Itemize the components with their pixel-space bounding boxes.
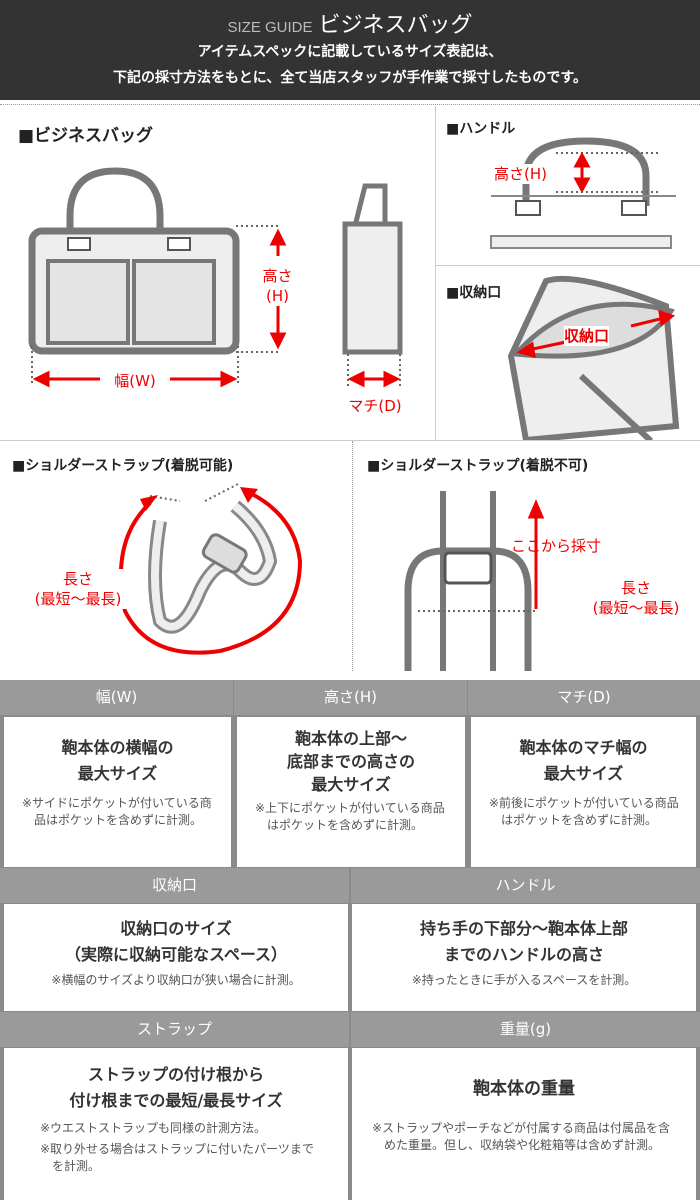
divider bbox=[435, 106, 436, 440]
main-line: （実際に収納可能なスペース） bbox=[64, 945, 288, 964]
depth-label: マチ(D) bbox=[348, 397, 402, 415]
depth-main: 鞄本体のマチ幅の最大サイズ bbox=[471, 735, 696, 787]
opening-title: ■収納口 bbox=[446, 285, 502, 301]
opening-label: 収納口 bbox=[564, 326, 610, 346]
strap-detachable-title: ■ショルダーストラップ(着脱可能) bbox=[12, 458, 234, 474]
header-weight: 重量(g) bbox=[351, 1012, 700, 1047]
strap-fixed-illustration bbox=[404, 491, 545, 671]
handle-note: ※持ったときに手が入るスペースを計測。 bbox=[411, 973, 637, 987]
main-line: 収納口のサイズ bbox=[120, 919, 232, 938]
opening-diagram: ■収納口 収納口 bbox=[436, 266, 700, 440]
main-line: 持ち手の下部分〜鞄本体上部 bbox=[419, 919, 628, 938]
header-height: 高さ(H) bbox=[234, 680, 467, 715]
main-line: ストラップの付け根から bbox=[87, 1065, 264, 1084]
size-guide-label: SIZE GUIDE bbox=[227, 19, 313, 36]
main-line: 鞄本体の上部〜 bbox=[294, 729, 407, 748]
strap-fixed-length-label: 長さ (最短〜最長) bbox=[571, 578, 700, 618]
height-label: 高さ (H) bbox=[255, 266, 300, 306]
depth-note: ※前後にポケットが付いている商品はポケットを含めずに計測。 bbox=[489, 796, 679, 827]
handle-diagram: ■ハンドル 高さ(H) bbox=[436, 106, 700, 265]
bag-illustration bbox=[28, 167, 403, 388]
bag-diagram: ■ビジネスバッグ 高さ (H) 幅(W) マチ(D) bbox=[0, 106, 435, 440]
handle-illustration bbox=[490, 137, 676, 249]
range-text: (最短〜最長) bbox=[34, 590, 122, 608]
opening-illustration bbox=[507, 275, 680, 440]
header: SIZE GUIDE ビジネスバッグ アイテムスペックに記載しているサイズ表記は、… bbox=[0, 0, 700, 100]
width-main: 鞄本体の横幅の最大サイズ bbox=[4, 735, 231, 787]
strap-note-1: ※ウエストストラップも同様の計測方法。 bbox=[40, 1121, 267, 1135]
handle-title: ■ハンドル bbox=[446, 121, 516, 137]
strap-main: ストラップの付け根から付け根までの最短/最長サイズ bbox=[4, 1062, 348, 1114]
intro-line-2: 下記の採寸方法をもとに、全て当店スタッフが手作業で採寸したものです。 bbox=[113, 70, 587, 86]
opening-main: 収納口のサイズ （実際に収納可能なスペース） bbox=[4, 916, 348, 968]
cell-weight: 鞄本体の重量 ※ストラップやポーチなどが付属する商品は付属品を含めた重量。但し、… bbox=[352, 1048, 696, 1200]
weight-main: 鞄本体の重量 bbox=[473, 1079, 575, 1099]
cell-height: 鞄本体の上部〜底部までの高さの最大サイズ ※上下にポケットが付いている商品はポケ… bbox=[237, 717, 465, 867]
cell-strap: ストラップの付け根から付け根までの最短/最長サイズ ※ウエストストラップも同様の… bbox=[4, 1048, 348, 1200]
header-strap: ストラップ bbox=[0, 1012, 349, 1047]
height-note: ※上下にポケットが付いている商品はポケットを含めずに計測。 bbox=[255, 801, 445, 832]
intro-line-1: アイテムスペックに記載しているサイズ表記は、 bbox=[197, 44, 503, 60]
main-line: 最大サイズ bbox=[77, 764, 158, 783]
main-line: 最大サイズ bbox=[311, 775, 391, 794]
strap-detachable-diagram: ■ショルダーストラップ(着脱可能) 長さ (最短〜最長) bbox=[0, 441, 352, 671]
measure-from-label: ここから採寸 bbox=[511, 537, 602, 555]
handle-height-label: 高さ(H) bbox=[494, 164, 547, 184]
strap-note-2: ※取り外せる場合はストラップに付いたパーツまでを計測。 bbox=[40, 1142, 314, 1173]
title-text: ビジネスバッグ bbox=[318, 13, 473, 38]
bag-title: ■ビジネスバッグ bbox=[18, 126, 154, 146]
strap-length-label: 長さ (最短〜最長) bbox=[8, 569, 148, 609]
length-text: 長さ bbox=[620, 579, 651, 597]
handle-main: 持ち手の下部分〜鞄本体上部までのハンドルの高さ bbox=[352, 916, 696, 968]
cell-width: 鞄本体の横幅の最大サイズ ※サイドにポケットが付いている商品はポケットを含めずに… bbox=[4, 717, 231, 867]
header-handle: ハンドル bbox=[351, 868, 700, 903]
length-text: 長さ bbox=[62, 570, 93, 588]
width-label: 幅(W) bbox=[100, 371, 170, 391]
height-code: (H) bbox=[266, 287, 289, 305]
divider bbox=[0, 440, 700, 441]
header-depth: マチ(D) bbox=[468, 680, 700, 715]
strap-fixed-title: ■ショルダーストラップ(着脱不可) bbox=[367, 458, 589, 474]
main-line: までのハンドルの高さ bbox=[443, 945, 604, 964]
strap-fixed-diagram: ■ショルダーストラップ(着脱不可) ここから採寸 長さ (最短〜最長) bbox=[353, 441, 700, 671]
main-line: 最大サイズ bbox=[543, 764, 624, 783]
header-width: 幅(W) bbox=[0, 680, 233, 715]
cell-depth: 鞄本体のマチ幅の最大サイズ ※前後にポケットが付いている商品はポケットを含めずに… bbox=[471, 717, 696, 867]
weight-note: ※ストラップやポーチなどが付属する商品は付属品を含めた重量。但し、収納袋や化粧箱… bbox=[372, 1121, 671, 1152]
height-text: 高さ bbox=[262, 267, 293, 285]
height-main: 鞄本体の上部〜底部までの高さの最大サイズ bbox=[237, 727, 465, 796]
header-opening: 収納口 bbox=[0, 868, 349, 903]
strap-detachable-illustration bbox=[118, 482, 303, 655]
divider bbox=[436, 265, 700, 266]
opening-note: ※横幅のサイズより収納口が狭い場合に計測。 bbox=[51, 973, 301, 987]
main-line: 鞄本体の横幅の bbox=[61, 738, 174, 757]
size-definition-table: 幅(W) 高さ(H) マチ(D) 鞄本体の横幅の最大サイズ ※サイドにポケットが… bbox=[0, 680, 700, 1200]
divider bbox=[352, 441, 353, 671]
main-line: 底部までの高さの bbox=[286, 752, 415, 771]
range-text: (最短〜最長) bbox=[592, 599, 680, 617]
main-line: 鞄本体のマチ幅の bbox=[519, 738, 648, 757]
page-title: SIZE GUIDE ビジネスバッグ bbox=[0, 7, 700, 39]
main-line: 付け根までの最短/最長サイズ bbox=[69, 1091, 283, 1110]
width-note: ※サイドにポケットが付いている商品はポケットを含めずに計測。 bbox=[22, 796, 212, 827]
cell-opening: 収納口のサイズ （実際に収納可能なスペース） ※横幅のサイズより収納口が狭い場合に… bbox=[4, 904, 348, 1011]
cell-handle: 持ち手の下部分〜鞄本体上部までのハンドルの高さ ※持ったときに手が入るスペースを… bbox=[352, 904, 696, 1011]
divider bbox=[0, 104, 700, 105]
